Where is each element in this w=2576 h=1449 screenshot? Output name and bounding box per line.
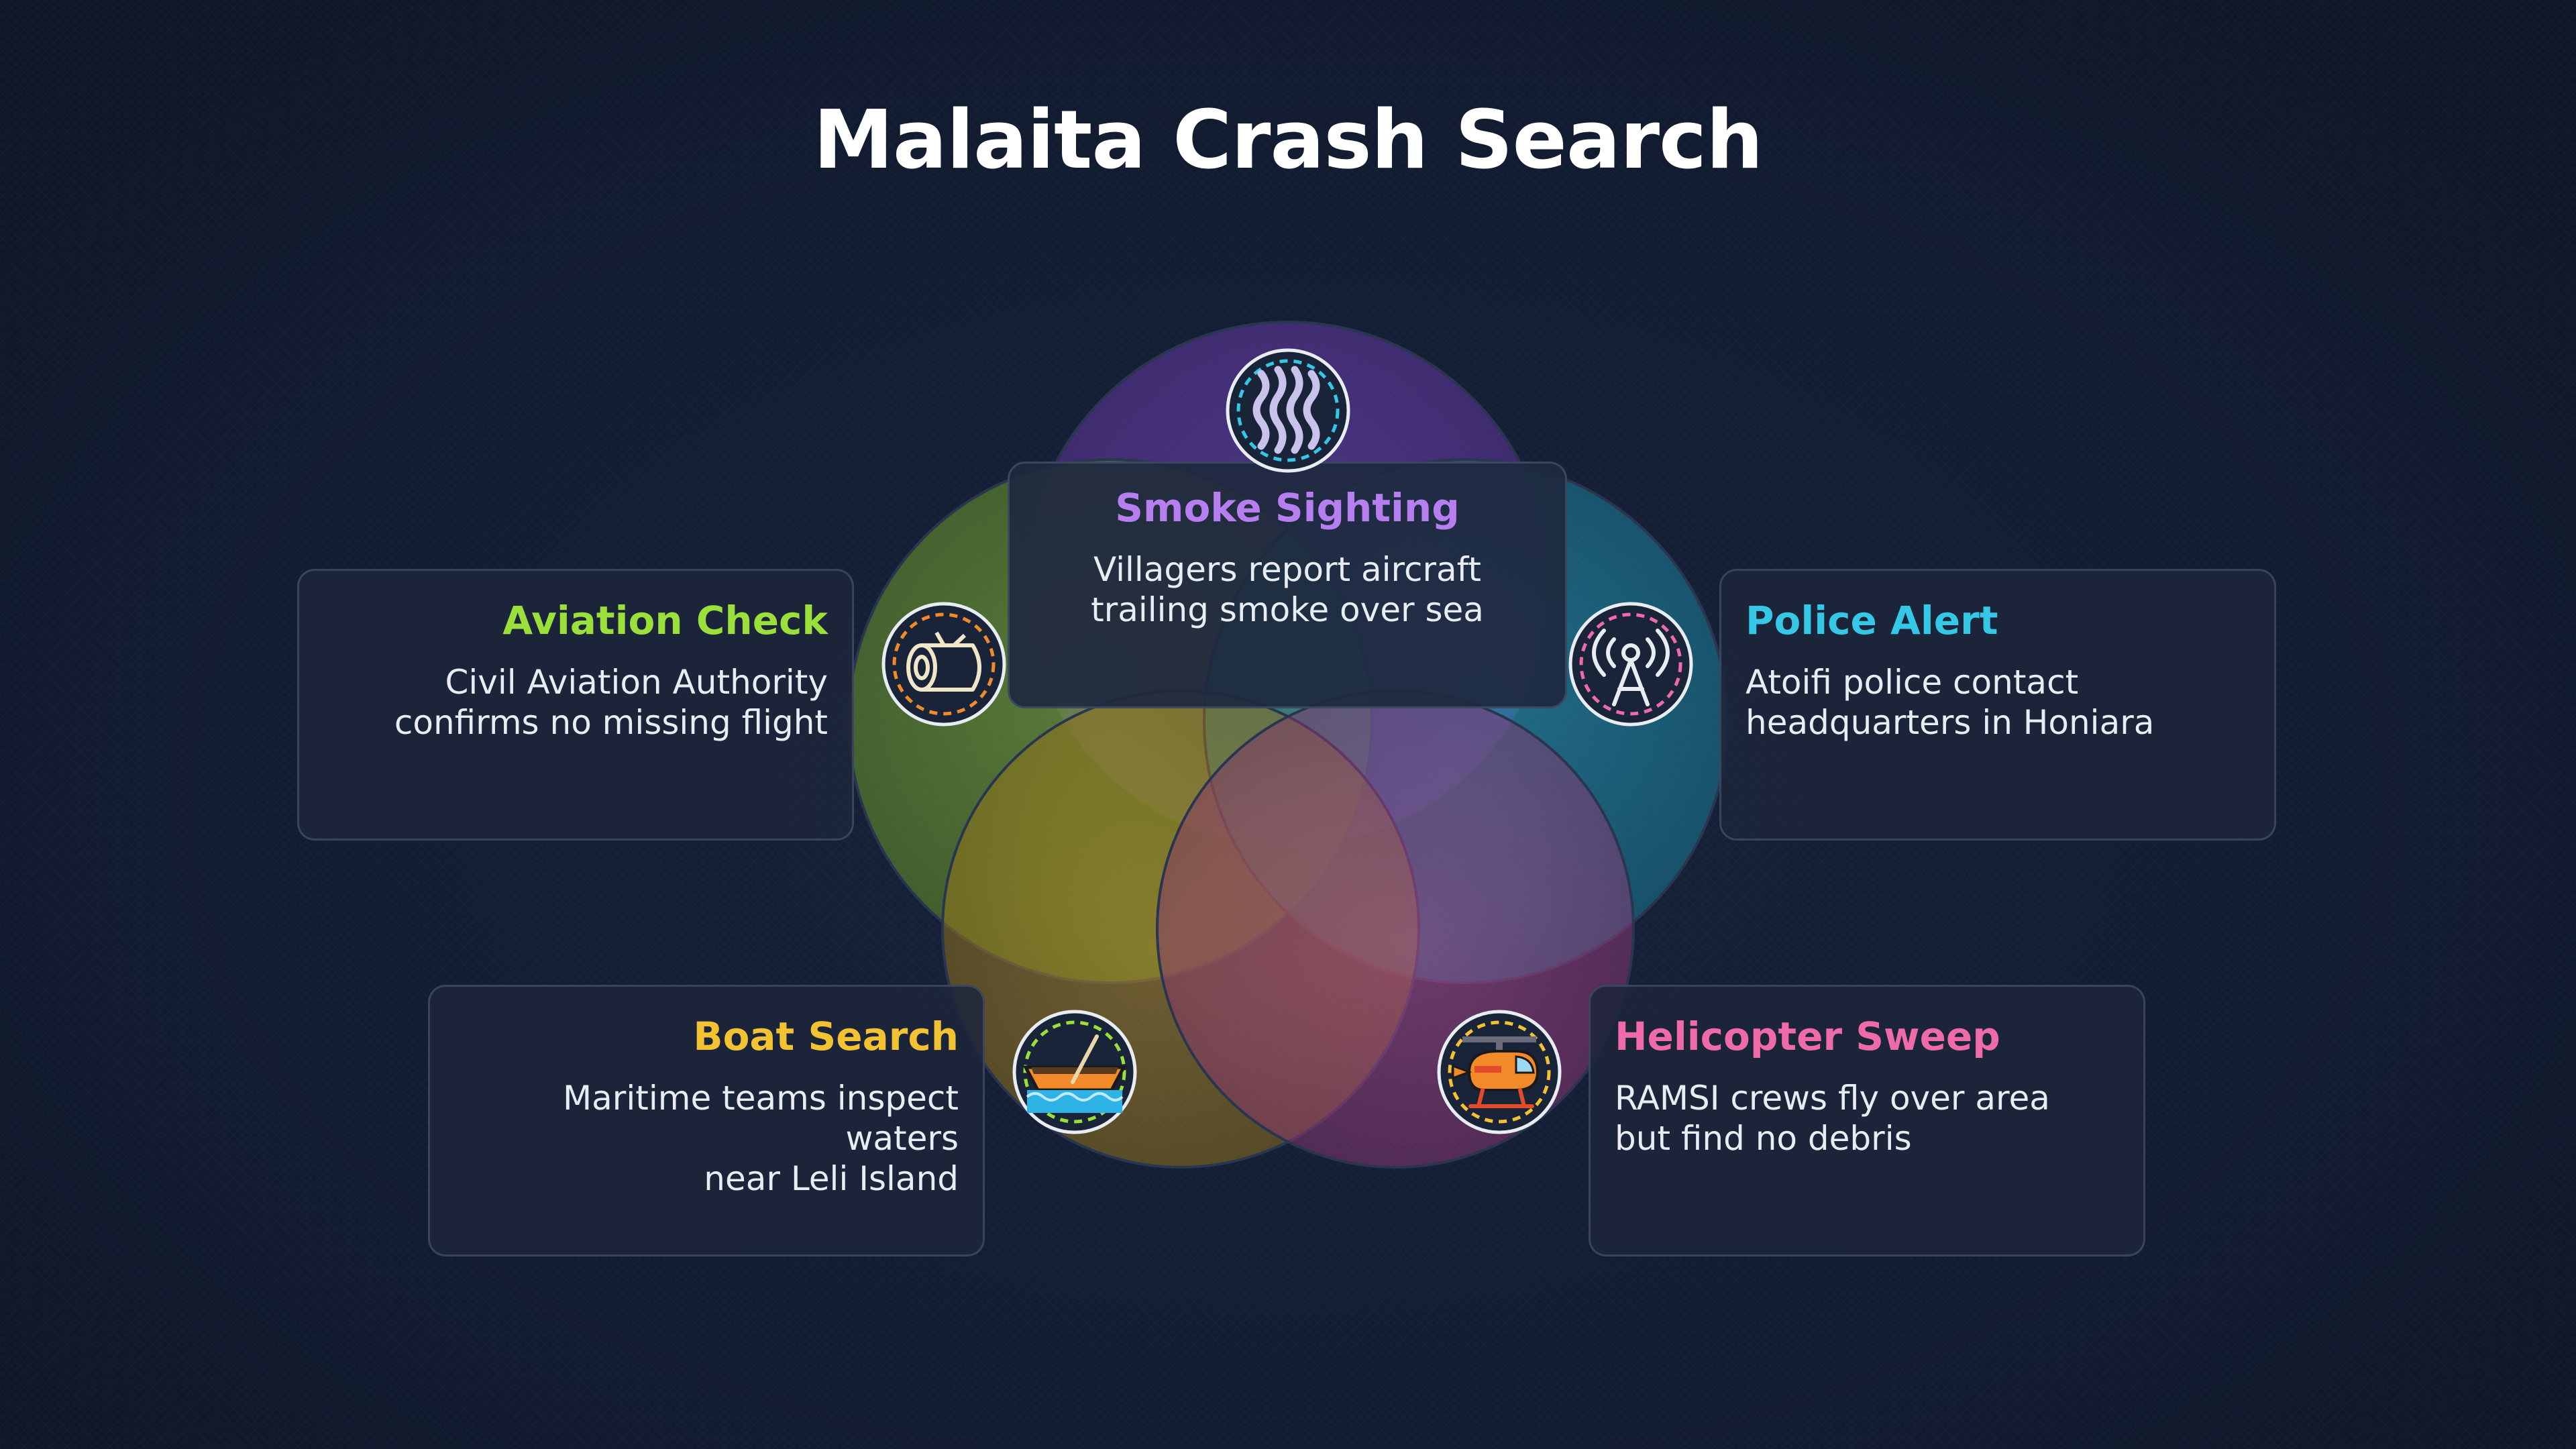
page-title: Malaita Crash Search (813, 94, 1763, 187)
card-title-boat: Boat Search (693, 1014, 959, 1059)
card-smoke-sighting: Smoke Sighting Villagers report aircraft… (1008, 462, 1567, 708)
card-text-aviation-1: Civil Aviation Authority (445, 663, 828, 702)
card-text-smoke-2: trailing smoke over sea (1091, 590, 1484, 629)
card-text-boat-2: near Leli Island (704, 1159, 959, 1198)
card-boat-search: Boat Search Maritime teams inspect water… (428, 985, 985, 1256)
card-text-helicopter-1: RAMSI crews fly over area (1615, 1079, 2050, 1118)
card-text-aviation-2: confirms no missing flight (394, 703, 828, 742)
card-text-helicopter-2: but find no debris (1615, 1119, 1912, 1158)
card-title-helicopter: Helicopter Sweep (1615, 1014, 2000, 1059)
card-title-aviation: Aviation Check (502, 598, 828, 643)
card-text-smoke-1: Villagers report aircraft (1093, 550, 1482, 589)
card-aviation-check: Aviation Check Civil Aviation Authority … (297, 569, 854, 841)
card-text-police-1: Atoifi police contact (1746, 663, 2079, 702)
log-icon (881, 602, 1006, 727)
card-text-boat-1: Maritime teams inspect waters (563, 1079, 959, 1158)
card-helicopter-sweep: Helicopter Sweep RAMSI crews fly over ar… (1589, 985, 2145, 1256)
card-title-police: Police Alert (1746, 598, 1998, 643)
boat-icon (1012, 1010, 1137, 1134)
card-police-alert: Police Alert Atoifi police contact headq… (1719, 569, 2276, 841)
radio-tower-icon (1568, 602, 1693, 727)
card-title-smoke: Smoke Sighting (1115, 485, 1460, 531)
helicopter-icon (1437, 1010, 1562, 1134)
smoke-icon (1226, 348, 1350, 473)
card-text-police-2: headquarters in Honiara (1746, 703, 2155, 742)
